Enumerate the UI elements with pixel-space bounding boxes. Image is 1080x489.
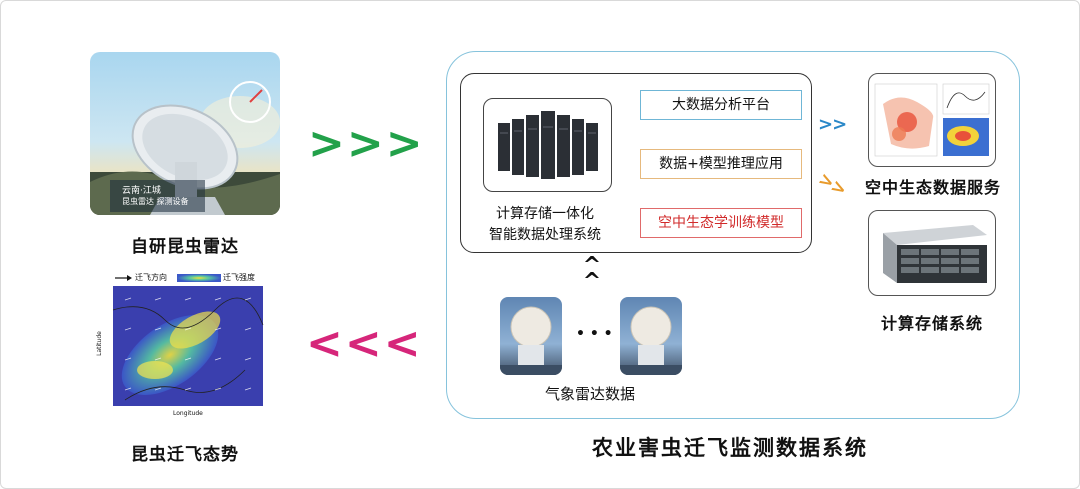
ellipsis: • • • xyxy=(576,326,613,342)
service-map-thumbnail xyxy=(874,83,990,157)
storage-server-icon xyxy=(883,225,987,283)
small-right-arrows: >> xyxy=(818,114,847,135)
weather-radar-caption: 气象雷达数据 xyxy=(544,385,635,403)
heatmap-legend-direction: 迁飞方向 xyxy=(135,273,167,282)
weather-radar-photo-2 xyxy=(620,297,682,375)
migration-heatmap: 迁飞方向 迁飞强度 Longitude Latitude xyxy=(95,270,273,422)
inner-caption: 计算存储一体化 智能数据处理系统 xyxy=(470,204,620,246)
data-service-card xyxy=(868,73,996,167)
server-rack-icon xyxy=(498,111,598,179)
left-arrows: <<< xyxy=(306,318,423,369)
inner-caption-line-1: 计算存储一体化 xyxy=(496,206,594,222)
monitoring-system-container xyxy=(446,51,1020,419)
radar-overlay-line-2: 昆虫雷达 探测设备 xyxy=(122,197,189,206)
tag-big-data-platform: 大数据分析平台 xyxy=(640,90,802,120)
server-rack-card xyxy=(483,98,612,192)
up-arrow-1: ^ xyxy=(582,253,602,278)
watermark-text: 大数跨境 xyxy=(48,459,121,480)
storage-system-card xyxy=(868,210,996,296)
tag-aero-ecology-model: 空中生态学训练模型 xyxy=(640,208,802,238)
inner-caption-line-2: 智能数据处理系统 xyxy=(489,227,601,243)
heatmap-ylabel: Latitude xyxy=(95,331,103,356)
watermark-logo-icon: ⊙⊙ xyxy=(12,459,43,480)
radar-overlay-line-1: 云南·江城 xyxy=(122,186,161,196)
heatmap-caption: 昆虫迁飞态势 xyxy=(131,445,239,465)
data-service-caption: 空中生态数据服务 xyxy=(864,178,1001,197)
right-arrows: >>> xyxy=(308,118,425,169)
radar-dish-illustration xyxy=(90,81,280,215)
heatmap-xlabel: Longitude xyxy=(173,410,203,417)
up-arrows: ^ ^ xyxy=(580,253,604,294)
watermark: ⊙⊙ 大数跨境 xyxy=(12,455,120,481)
radar-caption: 自研昆虫雷达 xyxy=(131,237,239,257)
heatmap-plot xyxy=(112,274,264,406)
storage-system-caption: 计算存储系统 xyxy=(880,314,983,333)
radome-icon-1 xyxy=(500,306,562,375)
insect-radar-photo: 云南·江城 昆虫雷达 探测设备 xyxy=(90,52,280,215)
tag-data-model-inference: 数据+模型推理应用 xyxy=(640,149,802,179)
heatmap-legend-intensity: 迁飞强度 xyxy=(223,273,255,282)
up-arrow-2: ^ xyxy=(582,269,602,294)
weather-radar-photo-1 xyxy=(500,297,562,375)
system-title: 农业害虫迁飞监测数据系统 xyxy=(592,436,868,460)
radome-icon-2 xyxy=(620,306,682,375)
